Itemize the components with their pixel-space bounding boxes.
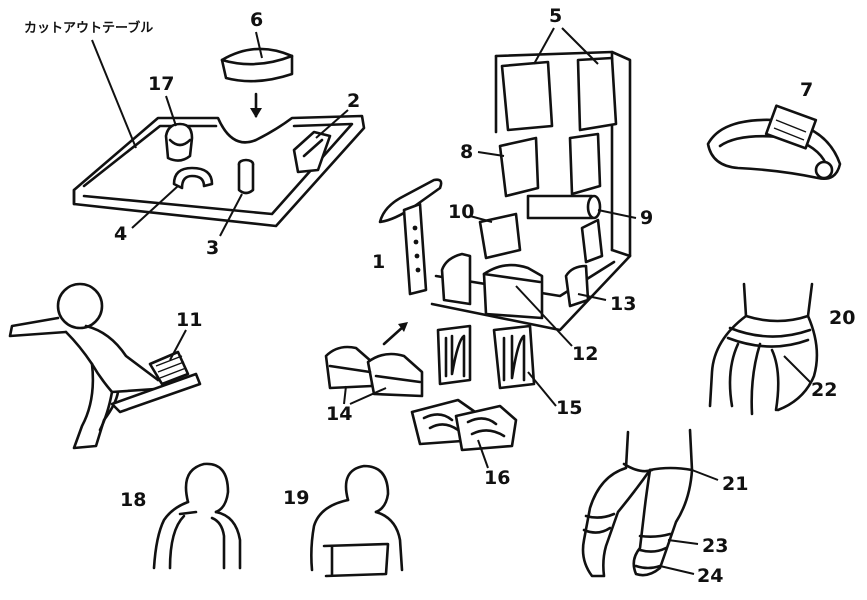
- label-22: 22: [811, 379, 837, 401]
- label-14: 14: [326, 403, 352, 425]
- figure-21-legs: [581, 428, 694, 578]
- part-2-block: [292, 130, 332, 174]
- label-1: 1: [372, 251, 385, 273]
- label-9: 9: [640, 207, 653, 229]
- cutout-table-leader: [91, 39, 137, 149]
- label-23: 23: [702, 535, 728, 557]
- figure-18-torso: [152, 462, 242, 570]
- arrow-up-right-icon: [382, 322, 408, 346]
- figure-11-person: [8, 282, 202, 450]
- label-17: 17: [148, 73, 174, 95]
- part-4-ushape: [172, 166, 214, 190]
- label-13: 13: [610, 293, 636, 315]
- cutout-table-label: カットアウトテーブル: [24, 20, 153, 36]
- label-2: 2: [347, 90, 360, 112]
- part-17-block: [164, 122, 194, 162]
- label-18: 18: [120, 489, 146, 511]
- label-20: 20: [829, 307, 855, 329]
- label-12: 12: [572, 343, 598, 365]
- part-6-collar: [220, 47, 294, 83]
- label-15: 15: [556, 397, 582, 419]
- part-16-pads: [410, 398, 518, 452]
- label-19: 19: [283, 487, 309, 509]
- label-10: 10: [448, 201, 474, 223]
- figure-20-waist: [708, 282, 819, 416]
- label-6: 6: [250, 9, 263, 31]
- figure-19-torso: [310, 464, 404, 578]
- part-3-peg: [237, 158, 255, 195]
- part-14-blocks: [324, 345, 424, 398]
- seat-system: [430, 50, 632, 332]
- part-1-post: [378, 178, 443, 296]
- label-11: 11: [176, 309, 202, 331]
- label-4: 4: [114, 223, 127, 245]
- arrow-down-icon: [250, 92, 262, 118]
- label-24: 24: [697, 565, 723, 587]
- label-7: 7: [800, 79, 813, 101]
- label-3: 3: [206, 237, 219, 259]
- label-8: 8: [460, 141, 473, 163]
- label-21: 21: [722, 473, 748, 495]
- label-16: 16: [484, 467, 510, 489]
- part-7-strap: [706, 104, 842, 180]
- label-5: 5: [549, 5, 562, 27]
- part-15-clips: [436, 324, 536, 390]
